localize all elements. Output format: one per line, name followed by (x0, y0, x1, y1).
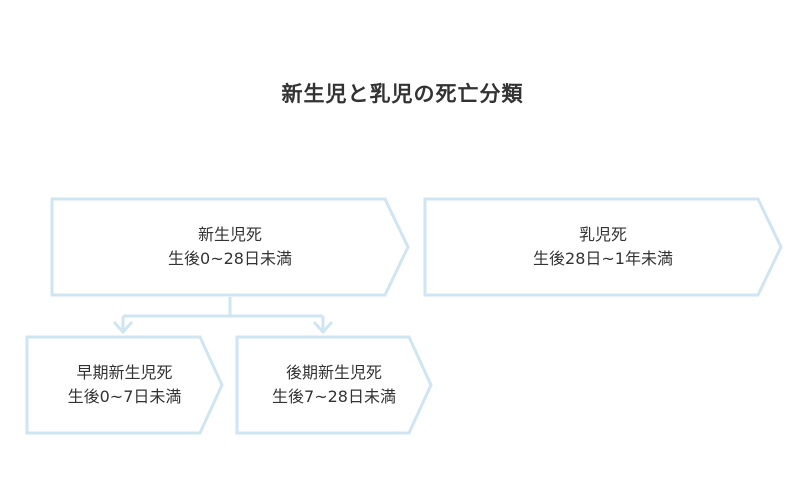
early-neonatal-death-name: 早期新生児死 (76, 363, 173, 382)
infant-death-range: 生後28日~1年未満 (533, 249, 673, 268)
diagram-title: 新生児と乳児の死亡分類 (281, 82, 524, 106)
arrow-down-icon (112, 320, 134, 335)
infant-death-name: 乳児死 (578, 225, 627, 244)
branch-connector (121, 297, 325, 333)
late-neonatal-death-range: 生後7~28日未満 (272, 387, 396, 406)
arrow-down-icon (312, 320, 334, 335)
neonatal-death-label: 新生児死 生後0~28日未満 (52, 223, 408, 271)
early-neonatal-death-box (25, 335, 224, 435)
neonatal-death-name: 新生児死 (197, 225, 262, 244)
neonatal-death-box (50, 197, 410, 297)
late-neonatal-death-name: 後期新生児死 (285, 363, 382, 382)
early-neonatal-death-label: 早期新生児死 生後0~7日未満 (27, 361, 222, 409)
early-neonatal-death-range: 生後0~7日未満 (67, 387, 182, 406)
infant-death-label: 乳児死 生後28日~1年未満 (425, 223, 781, 271)
late-neonatal-death-label: 後期新生児死 生後7~28日未満 (237, 361, 431, 409)
neonatal-death-range: 生後0~28日未満 (168, 249, 292, 268)
late-neonatal-death-box (235, 335, 433, 435)
infant-death-box (423, 197, 783, 297)
